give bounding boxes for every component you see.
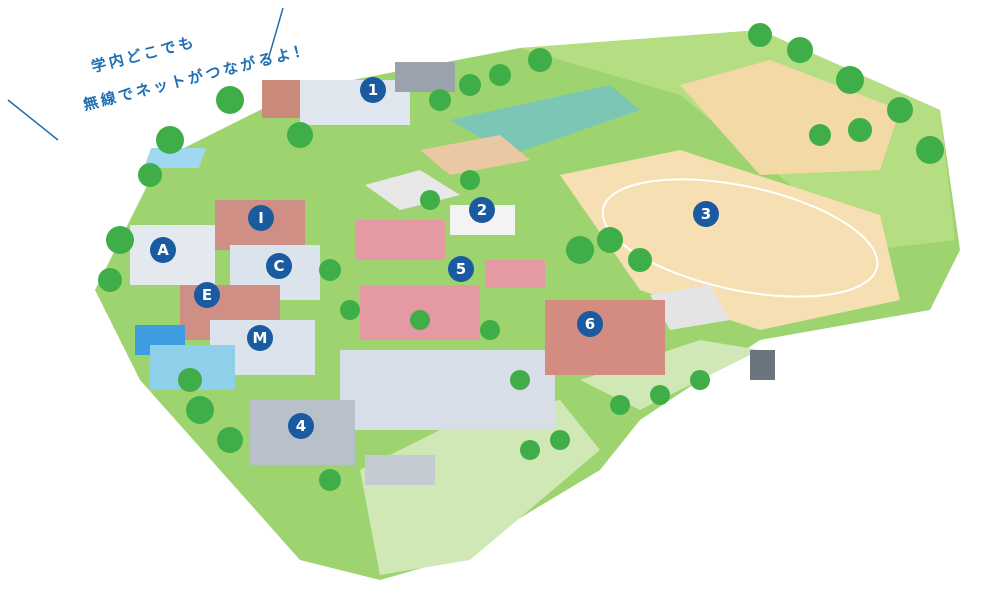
wifi-callout: 学内どこでも 無線でネットがつながるよ！	[30, 33, 312, 116]
marker-E-label: E	[202, 286, 212, 304]
marker-3[interactable]: 3	[693, 201, 719, 227]
marker-6[interactable]: 6	[577, 311, 603, 337]
entrance-gate	[750, 350, 775, 380]
building-small-south	[365, 455, 435, 485]
marker-C[interactable]: C	[266, 253, 292, 279]
building-1	[300, 80, 410, 125]
marker-2-label: 2	[477, 201, 487, 219]
marker-A[interactable]: A	[150, 237, 176, 263]
pool	[143, 148, 207, 168]
marker-E[interactable]: E	[194, 282, 220, 308]
marker-2[interactable]: 2	[469, 197, 495, 223]
slope-lattice-south	[360, 400, 600, 575]
marker-6-label: 6	[585, 315, 595, 333]
trees	[98, 23, 944, 491]
building-gym-north	[395, 62, 455, 92]
marker-I-label: I	[258, 209, 264, 227]
running-track	[601, 178, 879, 298]
sports-field	[560, 150, 900, 330]
marker-I[interactable]: I	[248, 205, 274, 231]
marker-4[interactable]: 4	[288, 413, 314, 439]
marker-5[interactable]: 5	[448, 256, 474, 282]
marker-1-label: 1	[368, 81, 378, 99]
marker-5-label: 5	[456, 260, 466, 278]
building-red-roof-1	[355, 220, 445, 260]
building-main	[340, 350, 555, 430]
marker-1[interactable]: 1	[360, 77, 386, 103]
marker-4-label: 4	[296, 417, 306, 435]
callout-line-left	[7, 99, 59, 141]
clay-court	[420, 135, 530, 175]
marker-M[interactable]: M	[247, 325, 273, 351]
parking-lot-east	[650, 285, 730, 330]
callout-line-right	[267, 7, 284, 61]
marker-M-label: M	[253, 329, 268, 347]
baseball-field	[680, 60, 900, 175]
building-6	[545, 300, 665, 375]
marker-C-label: C	[273, 257, 284, 275]
marker-A-label: A	[157, 241, 169, 259]
marker-3-label: 3	[701, 205, 711, 223]
building-red-roof-3	[485, 260, 545, 288]
slope-lattice-east	[580, 340, 760, 410]
